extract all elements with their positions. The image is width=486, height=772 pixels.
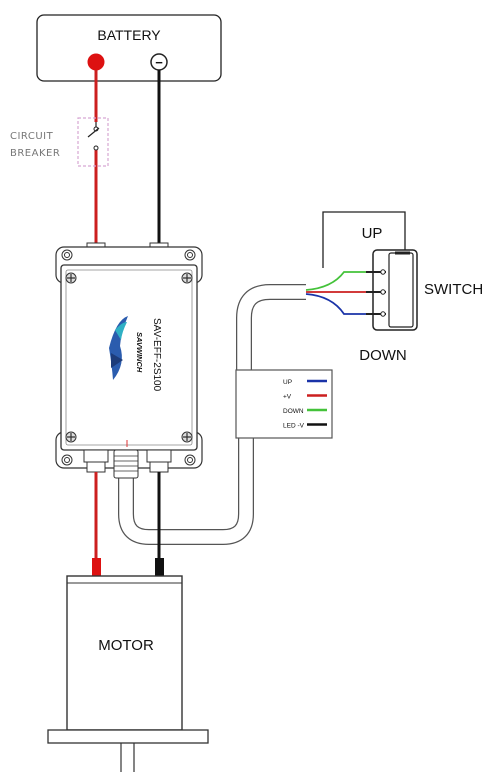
savwinch-logo: SAVWINCH — [109, 316, 144, 380]
battery-positive-terminal — [87, 53, 105, 71]
battery: BATTERY − — [36, 14, 222, 82]
breaker-label-line2: BREAKER — [10, 148, 60, 159]
motor: MOTOR — [47, 575, 209, 772]
switch-label: SWITCH — [424, 281, 483, 298]
connector-pin-label: DOWN — [283, 408, 304, 415]
rocker-switch: UP SWITCH DOWN — [359, 225, 483, 364]
connector-pin-label: +V — [283, 394, 292, 401]
battery-negative-symbol: − — [155, 55, 163, 70]
switch-loop-wire — [322, 211, 406, 268]
grey-cable — [118, 284, 306, 545]
switch-down-label: DOWN — [359, 347, 407, 364]
brand-label: SAVWINCH — [135, 332, 144, 373]
switch-signal-wires — [305, 271, 377, 315]
breaker-label-line1: CIRCUIT — [10, 131, 54, 142]
controller-bottom-terminals — [83, 449, 172, 479]
motor-label: MOTOR — [98, 637, 154, 654]
connector-pin-label: LED -V — [283, 423, 305, 430]
circuit-breaker: CIRCUIT BREAKER — [10, 117, 109, 167]
connector-pin-label: UP — [283, 379, 292, 386]
motor-positive-terminal — [92, 558, 101, 576]
model-label: SAV-EFF-2S100 — [151, 318, 162, 392]
motor-negative-terminal — [155, 558, 164, 576]
controller-box — [55, 246, 203, 469]
battery-label: BATTERY — [97, 27, 161, 43]
switch-up-label: UP — [362, 225, 383, 242]
connector-box: UP +V DOWN LED -V — [235, 369, 333, 439]
